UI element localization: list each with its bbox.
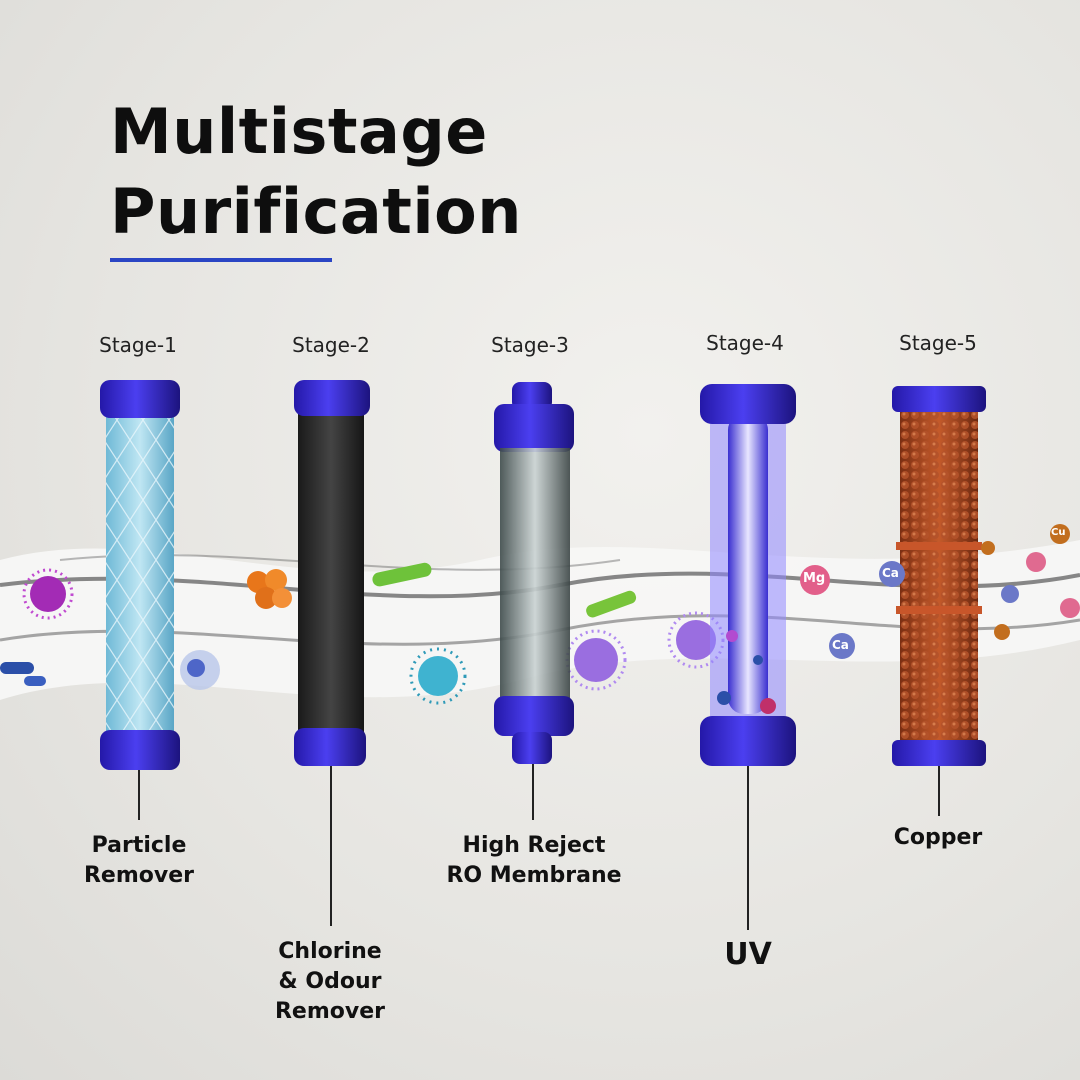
- ro-membrane-filter: [494, 382, 574, 764]
- stage-5-name-line-1: Copper: [893, 825, 983, 850]
- stage-1-name: Particle Remover: [84, 831, 194, 891]
- stage-2-name-line-2: & Odour: [278, 969, 382, 994]
- stage-2-name-line-3: Remover: [274, 999, 386, 1024]
- stage-2-label: Stage-2: [292, 333, 370, 357]
- uv-filter: [700, 384, 796, 766]
- copper-filter: [892, 386, 986, 766]
- stage-3-name-line-1: High Reject: [462, 833, 606, 858]
- stage-1-label: Stage-1: [99, 333, 177, 357]
- stage-3-label: Stage-3: [491, 333, 569, 357]
- stage-5-label: Stage-5: [899, 331, 977, 355]
- bacteria-icon: [0, 662, 46, 686]
- stage-4-label: Stage-4: [706, 331, 784, 355]
- carbon-filter: [294, 380, 370, 766]
- title-line-2: Purification: [110, 175, 522, 248]
- stage-4-name-line-1: UV: [724, 937, 772, 972]
- title-line-1: Multistage: [110, 95, 488, 168]
- germ-icon: [409, 611, 725, 705]
- bacteria-cluster-icon: [247, 569, 292, 609]
- page-title: Multistage Purification: [110, 92, 522, 252]
- mineral-label-ca-2: Ca: [832, 638, 849, 652]
- stage-5-name: Copper: [894, 823, 983, 853]
- mineral-label-cu: Cu: [1051, 527, 1066, 538]
- mineral-ions: [800, 524, 1080, 659]
- stage-3-name: High Reject RO Membrane: [446, 831, 621, 891]
- stage-5-leader: [938, 766, 940, 816]
- stage-2-leader: [330, 766, 332, 926]
- stage-3-leader: [532, 764, 534, 820]
- bacillus-icon: [372, 562, 637, 618]
- stage-1-leader: [138, 770, 140, 820]
- stage-2-name: Chlorine & Odour Remover: [275, 937, 385, 1027]
- title-underline: [110, 258, 332, 262]
- stage-4-leader: [747, 766, 749, 930]
- stage-4-name: UV: [724, 940, 772, 970]
- stage-1-name-line-2: Remover: [83, 863, 195, 888]
- stage-3-name-line-2: RO Membrane: [446, 863, 622, 888]
- mineral-label-mg: Mg: [803, 571, 826, 586]
- sediment-filter: [100, 380, 180, 770]
- virus-icon: [22, 568, 74, 620]
- stage-2-name-line-1: Chlorine: [278, 939, 382, 964]
- stage-1-name-line-1: Particle: [91, 833, 187, 858]
- mineral-label-ca: Ca: [882, 566, 899, 580]
- cell-icon: [180, 650, 220, 690]
